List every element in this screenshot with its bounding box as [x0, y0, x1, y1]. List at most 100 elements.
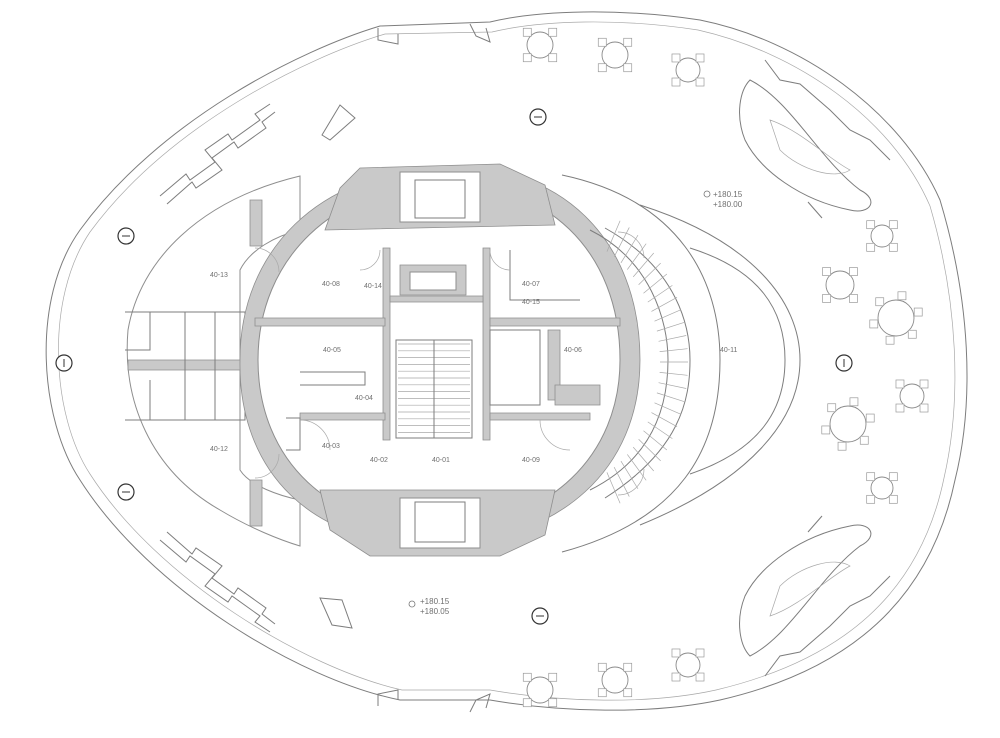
- chair: [695, 53, 705, 63]
- table: [671, 648, 705, 682]
- chair: [866, 494, 876, 504]
- chair: [888, 220, 898, 230]
- chair: [597, 662, 607, 672]
- room-label-40-09: 40-09: [522, 457, 540, 464]
- table: [866, 220, 898, 252]
- chair: [822, 294, 831, 303]
- column: [117, 483, 135, 501]
- chair: [623, 688, 633, 698]
- chair: [671, 53, 681, 63]
- room-labels: 40-13 40-12 40-08 40-14 40-05 40-04 40-0…: [210, 272, 737, 464]
- room-label-40-07: 40-07: [522, 281, 540, 288]
- level-text-east-bottom: +180.00: [713, 200, 743, 209]
- level-text-south-bottom: +180.05: [420, 607, 450, 616]
- chair: [822, 267, 831, 276]
- column: [117, 227, 135, 245]
- room-label-40-06: 40-06: [564, 347, 582, 354]
- chair: [623, 63, 633, 73]
- table: [895, 379, 929, 413]
- column: [55, 354, 73, 372]
- chair: [548, 53, 558, 63]
- core: [239, 163, 641, 557]
- chair: [895, 403, 905, 413]
- room-label-40-12: 40-12: [210, 446, 228, 453]
- room-label-40-05: 40-05: [323, 347, 341, 354]
- chair: [597, 37, 607, 47]
- room-label-40-01: 40-01: [432, 457, 450, 464]
- chair: [837, 441, 847, 451]
- column: [529, 108, 547, 126]
- level-text-east-top: +180.15: [713, 190, 743, 199]
- room-label-40-04: 40-04: [355, 395, 373, 402]
- chair: [875, 297, 885, 307]
- chair: [866, 472, 876, 482]
- chair: [695, 77, 705, 87]
- room-label-40-03: 40-03: [322, 443, 340, 450]
- table: [866, 472, 898, 504]
- chair: [865, 413, 875, 423]
- chair: [522, 53, 532, 63]
- chair: [597, 688, 607, 698]
- table: [822, 267, 858, 303]
- level-text-south-top: +180.15: [420, 597, 450, 606]
- chair: [522, 698, 532, 708]
- chair: [859, 435, 869, 445]
- chair: [548, 698, 558, 708]
- room-label-40-08: 40-08: [322, 281, 340, 288]
- spiral-stair: [561, 174, 721, 553]
- stair: [395, 339, 473, 439]
- chair: [897, 291, 907, 301]
- chair: [671, 672, 681, 682]
- chair: [671, 648, 681, 658]
- door-swings: [254, 231, 645, 496]
- table: [821, 397, 875, 451]
- chair: [597, 63, 607, 73]
- room-label-40-14: 40-14: [364, 283, 382, 290]
- room-label-40-02: 40-02: [370, 457, 388, 464]
- chair: [827, 403, 837, 413]
- chair: [695, 648, 705, 658]
- table: [597, 37, 633, 73]
- table: [869, 291, 923, 345]
- core-partitions: [254, 247, 621, 451]
- bar-counters: [739, 79, 872, 657]
- chair: [548, 672, 558, 682]
- chair: [888, 494, 898, 504]
- chair: [849, 267, 858, 276]
- chair: [895, 379, 905, 389]
- room-label-40-13: 40-13: [210, 272, 228, 279]
- chair: [671, 77, 681, 87]
- chair: [885, 335, 895, 345]
- chair: [907, 329, 917, 339]
- chair: [888, 472, 898, 482]
- room-label-40-15: 40-15: [522, 299, 540, 306]
- room-40-11-shape: [639, 204, 801, 526]
- chair: [623, 662, 633, 672]
- chair: [866, 242, 876, 252]
- chair: [866, 220, 876, 230]
- chair: [623, 37, 633, 47]
- table: [671, 53, 705, 87]
- dining-tables: [522, 27, 929, 708]
- chair: [888, 242, 898, 252]
- structural-markers: [319, 104, 823, 629]
- chair: [821, 425, 831, 435]
- column: [531, 607, 549, 625]
- chair: [913, 307, 923, 317]
- table: [522, 27, 558, 63]
- chair: [919, 379, 929, 389]
- facade-fins: [159, 23, 891, 713]
- table: [522, 672, 558, 708]
- chair: [522, 27, 532, 37]
- chair: [919, 403, 929, 413]
- chair: [849, 397, 859, 407]
- left-wing: [125, 175, 301, 547]
- chair: [869, 319, 879, 329]
- columns: [55, 108, 853, 625]
- outer-facade: [45, 11, 968, 711]
- level-annotation-east: +180.15 +180.00: [703, 190, 743, 209]
- chair: [522, 672, 532, 682]
- room-label-40-11: 40-11: [720, 347, 737, 354]
- chair: [695, 672, 705, 682]
